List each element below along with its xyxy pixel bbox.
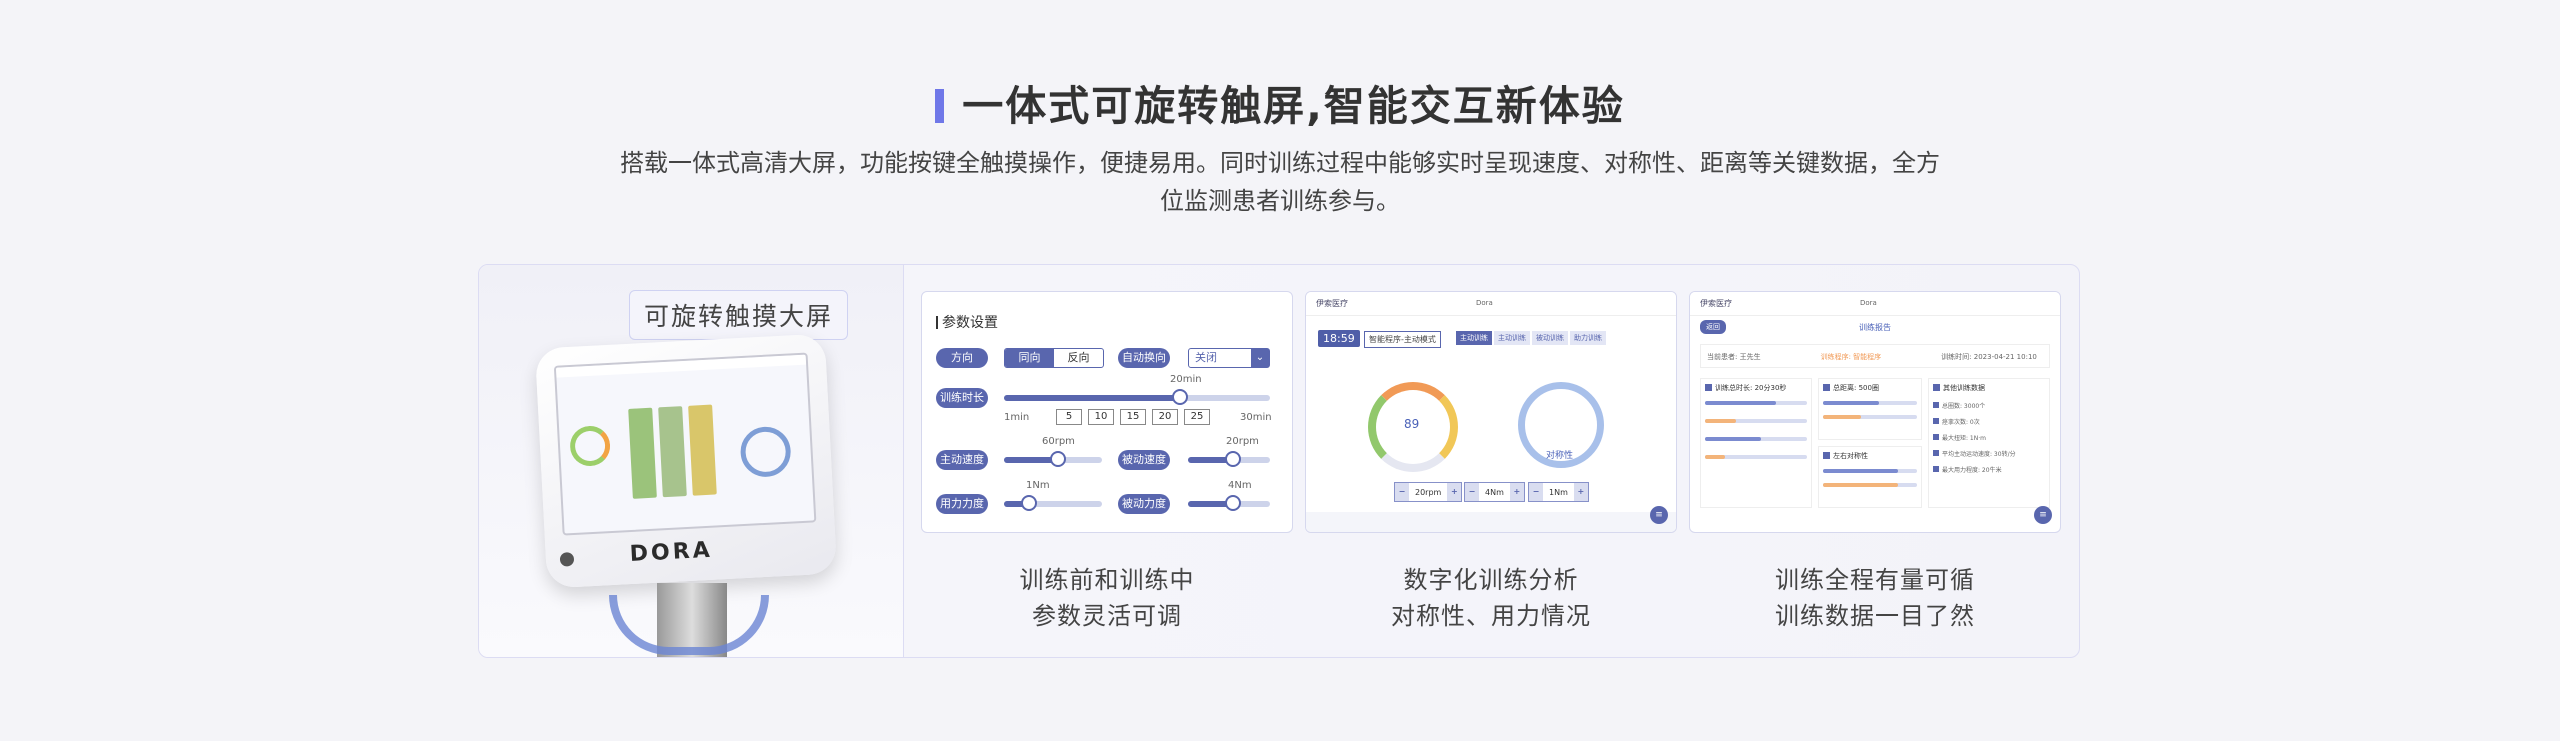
tab-passive[interactable]: 被动训练 [1532,331,1568,345]
caption-report: 训练全程有量可循训练数据一目了然 [1775,566,1975,630]
duration-value: 20min [1170,374,1202,385]
auto-reverse-select[interactable]: 关闭⌄ [1188,348,1270,368]
slider-handle[interactable] [1049,451,1066,467]
report-title: 训练报告 [1859,323,1891,332]
preset-button[interactable]: 5 [1056,409,1082,425]
auto-reverse-label: 自动换向 [1118,348,1170,368]
tab-active[interactable]: 主动训练 [1456,331,1492,345]
reverse-option[interactable]: 反向 [1067,351,1090,364]
plus-icon[interactable]: + [1509,483,1524,501]
active-speed-label: 主动速度 [936,450,988,470]
report-info-bar: 当前患者: 王先生 训练程序: 智能程序 训练时间: 2023-04-21 10… [1700,344,2050,368]
rotate-arrow-icon [609,595,769,655]
force-value: 1Nm [1026,480,1050,491]
caption-params: 训练前和训练中参数灵活可调 [1019,566,1195,630]
device-image: DORA [534,333,838,589]
symmetry-gauge [1518,382,1604,468]
slider-handle[interactable] [1225,495,1242,511]
passive-force-value: 4Nm [1228,480,1252,491]
back-button[interactable]: 返回 [1700,320,1726,334]
training-report-card: 伊索医疗 Dora 返回 训练报告 当前患者: 王先生 训练程序: 智能程序 训… [1689,291,2061,533]
description-line-1: 搭载一体式高清大屏，功能按键全触摸操作，便捷易用。同时训练过程中能够实时呈现速度… [620,149,1940,177]
brand-logo: DORA [629,537,714,568]
app-brand: 伊索医疗 [1700,299,1732,308]
minus-icon[interactable]: − [1465,483,1479,501]
title-accent-bar [935,89,945,123]
preset-button[interactable]: 25 [1184,409,1210,425]
active-speed-slider[interactable] [1004,451,1102,467]
slider-handle[interactable] [1225,451,1242,467]
menu-icon[interactable]: ≡ [1650,506,1668,524]
slider-handle[interactable] [1171,389,1188,405]
duration-max: 30min [1240,412,1272,423]
plus-icon[interactable]: + [1447,483,1462,501]
settings-title: 参数设置 [936,312,998,332]
plus-icon[interactable]: + [1573,483,1588,501]
minus-icon[interactable]: − [1395,483,1409,501]
speed-value: 89 [1404,417,1420,431]
mode-label: 智能程序-主动模式 [1364,331,1441,348]
device-screen [553,352,817,536]
active-speed-value: 60rpm [1042,436,1075,447]
program-name: 训练程序: 智能程序 [1820,353,1882,361]
symmetry-label: 对称性 [1546,451,1574,461]
preset-button[interactable]: 20 [1152,409,1178,425]
direction-toggle[interactable]: 同向 反向 [1004,348,1104,368]
duration-min: 1min [1004,412,1030,423]
device-name: Dora [1476,299,1493,307]
passive-speed-slider[interactable] [1188,451,1270,467]
title-text: 一体式可旋转触屏,智能交互新体验 [962,82,1625,130]
status-footer [1306,512,1676,532]
rotatable-screen-label: 可旋转触摸大屏 [629,290,849,340]
speed-stepper[interactable]: −20rpm+ [1394,482,1463,502]
chevron-down-icon: ⌄ [1251,349,1269,367]
caption-analysis: 数字化训练分析对称性、用力情况 [1391,566,1591,630]
page-title: 一体式可旋转触屏,智能交互新体验 [0,72,2560,132]
forward-option[interactable]: 同向 [1005,349,1054,367]
app-header: 伊索医疗 Dora [1306,292,1676,316]
menu-icon[interactable]: ≡ [2034,506,2052,524]
passive-force-slider[interactable] [1188,495,1270,511]
passive-speed-label: 被动速度 [1118,450,1170,470]
mode-tabs: 主动训练 主动训练 被动训练 助力训练 [1456,331,1606,345]
distance-block: 总距离: 500圈 [1818,378,1922,440]
patient-name: 当前患者: 王先生 [1707,353,1761,361]
force-slider[interactable] [1004,495,1102,511]
description-line-2: 位监测患者训练参与。 [1160,187,1400,215]
training-date: 训练时间: 2023-04-21 10:10 [1941,353,2037,361]
preset-button[interactable]: 15 [1120,409,1146,425]
duration-slider[interactable] [1004,389,1270,405]
symmetry-block: 左右对称性 [1818,446,1922,508]
time-block: 训练总时长: 20分30秒 [1700,378,1812,508]
app-brand: 伊索医疗 [1316,299,1348,308]
force-label: 用力力度 [936,494,988,514]
clock: 18:59 [1318,330,1360,347]
direction-label: 方向 [936,348,988,368]
tab-active-2[interactable]: 主动训练 [1494,331,1530,345]
force-stepper[interactable]: −4Nm+ [1464,482,1525,502]
feature-panel: 可旋转触摸大屏 DORA 参数设置 方向 同向 反向 自动换向 关闭⌄ 训练时长… [478,264,2080,658]
preset-button[interactable]: 10 [1088,409,1114,425]
device-name: Dora [1860,299,1877,307]
speed-gauge [1368,382,1458,472]
duration-label: 训练时长 [936,388,988,408]
minus-icon[interactable]: − [1529,483,1543,501]
description: 搭载一体式高清大屏，功能按键全触摸操作，便捷易用。同时训练过程中能够实时呈现速度… [600,144,1960,220]
other-data-block: 其他训练数据 总圈数: 3000个 痉挛次数: 0次 最大扭矩: 1N·m 平均… [1928,378,2050,508]
parameter-settings-card: 参数设置 方向 同向 反向 自动换向 关闭⌄ 训练时长 20min 1min 3… [921,291,1293,533]
passive-stepper[interactable]: −1Nm+ [1528,482,1589,502]
power-button-icon [559,552,575,567]
slider-handle[interactable] [1020,495,1037,511]
app-header: 伊索医疗 Dora [1690,292,2060,316]
passive-force-label: 被动力度 [1118,494,1170,514]
tab-assist[interactable]: 助力训练 [1570,331,1606,345]
training-analysis-card: 伊索医疗 Dora 18:59 智能程序-主动模式 主动训练 主动训练 被动训练… [1305,291,1677,533]
device-showcase: 可旋转触摸大屏 DORA [479,265,904,657]
passive-speed-value: 20rpm [1226,436,1259,447]
